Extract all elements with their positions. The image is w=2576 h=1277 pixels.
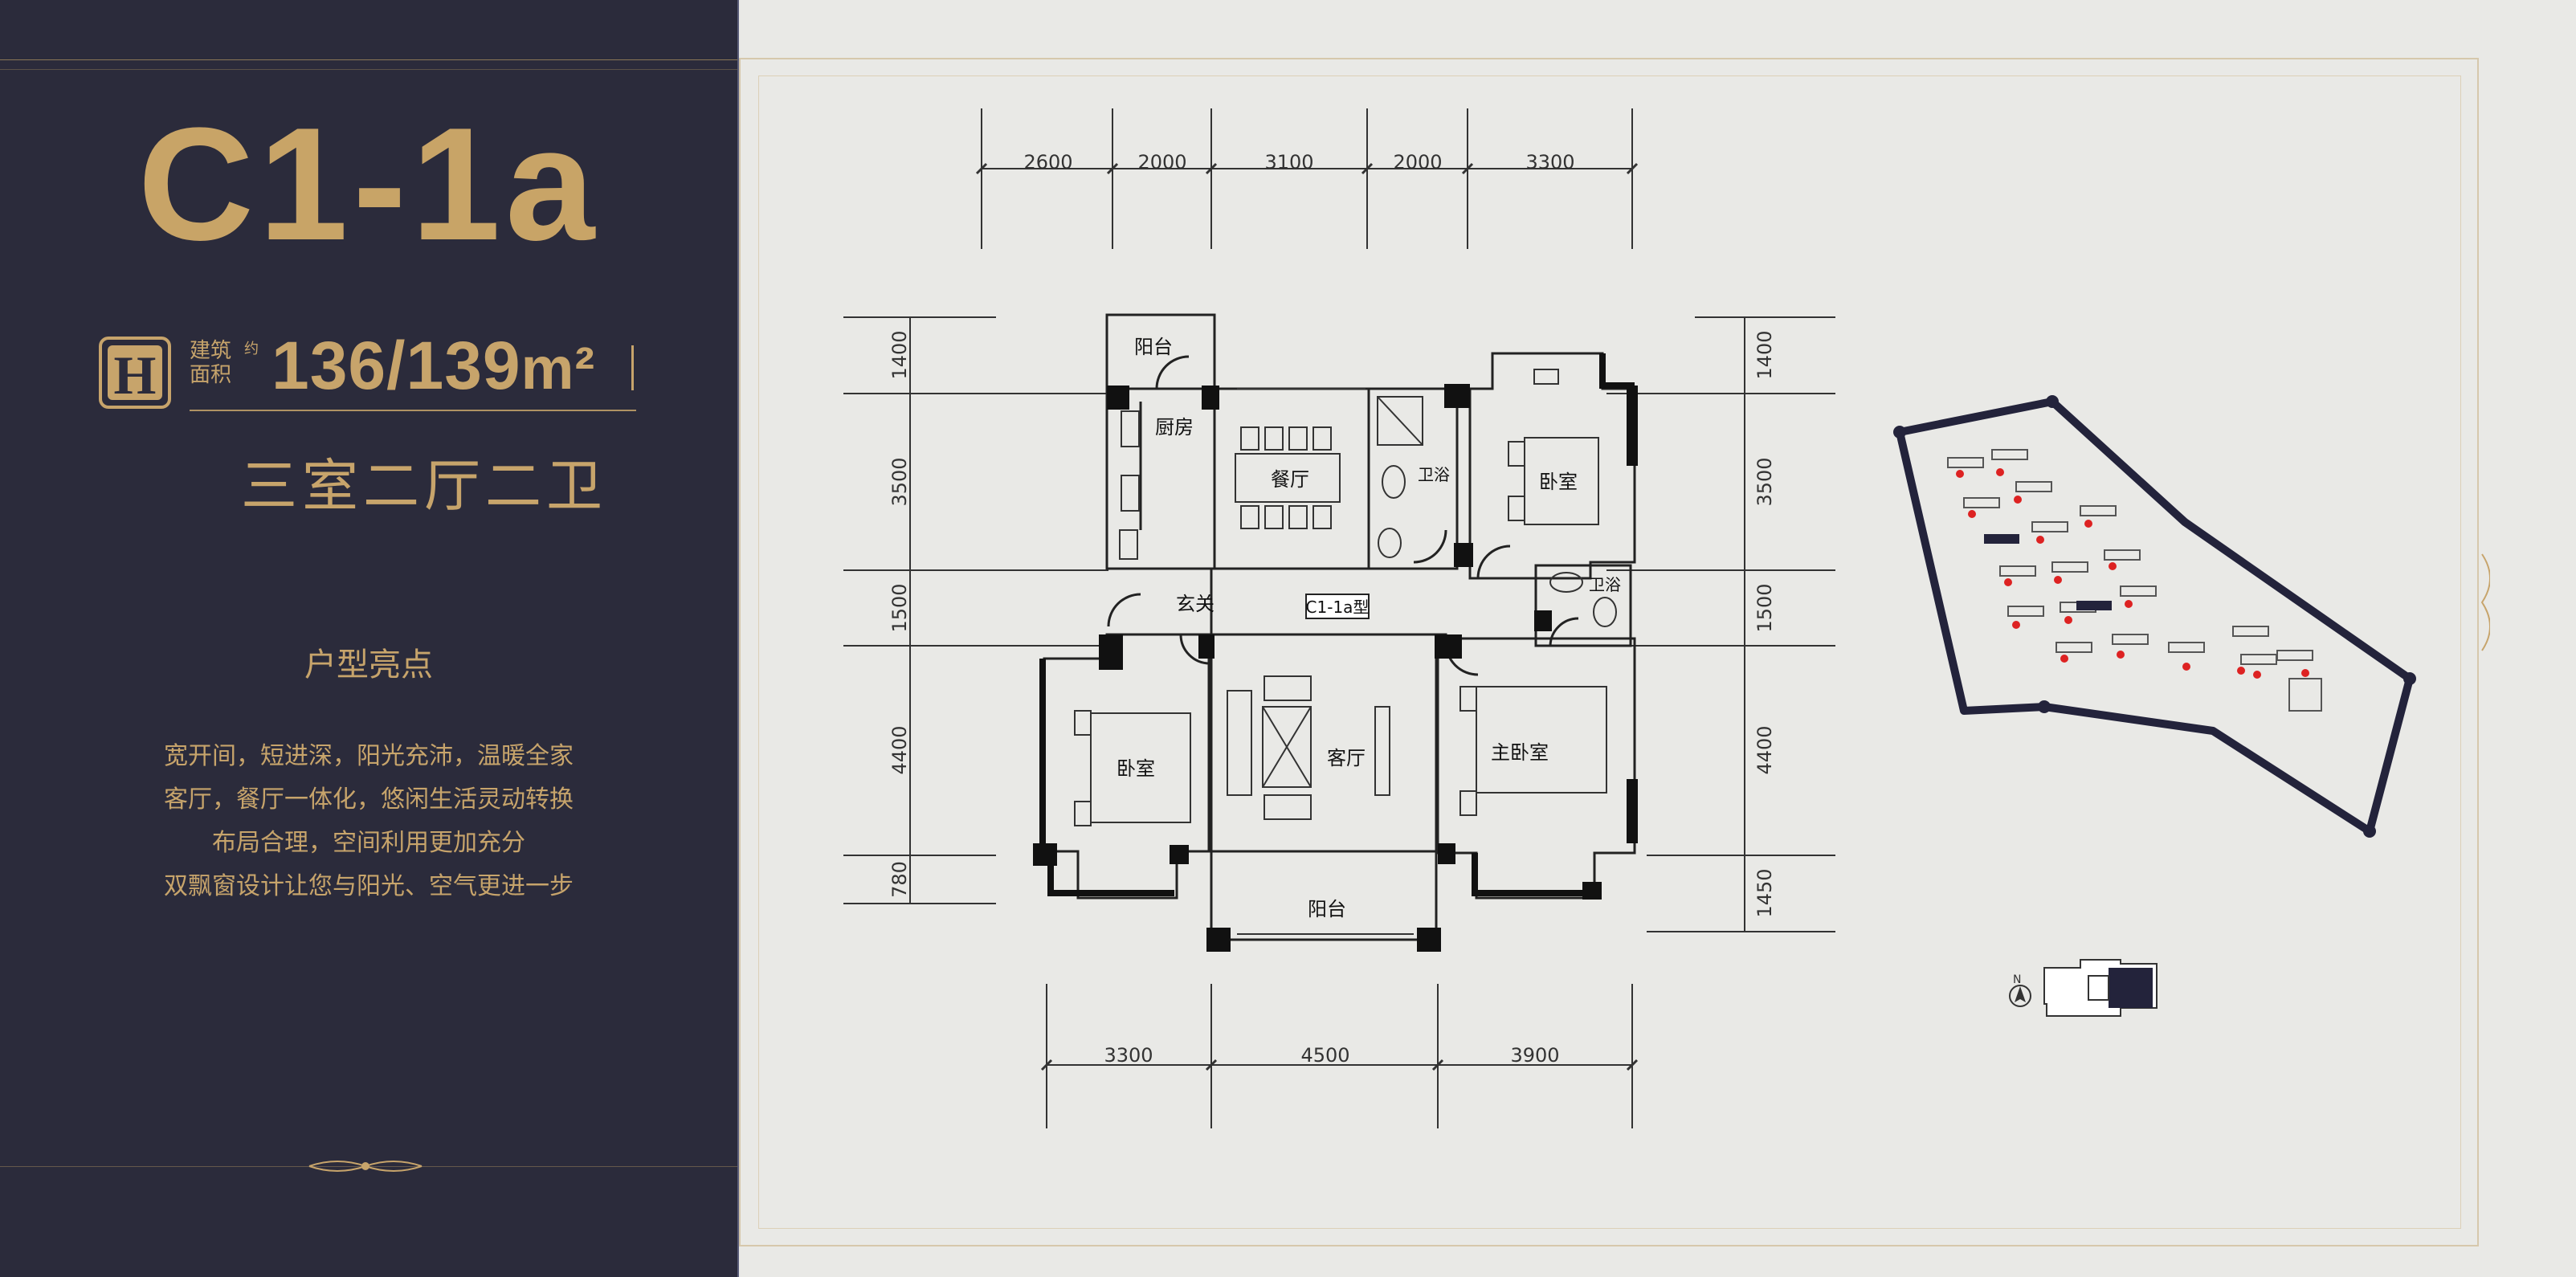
highlight-item: 宽开间，短进深，阳光充沛，温暖全家 (164, 742, 574, 770)
area-underline (190, 410, 636, 411)
room-entrance: 玄关 (1176, 593, 1215, 615)
room-bedroom-ne: 卧室 (1539, 471, 1578, 493)
dim-right-0: 1400 (1753, 330, 1776, 379)
room-balcony-bottom: 阳台 (1308, 898, 1346, 920)
room-balcony-top: 阳台 (1134, 336, 1173, 358)
area-label: 建筑 面积 (190, 339, 246, 387)
site-boundary (1896, 398, 2414, 835)
highlight-item: 布局合理，空间利用更加充分 (212, 829, 525, 857)
divider-top-thin (0, 69, 737, 70)
room-labels: 阳台 厨房 餐厅 卫浴 卧室 玄关 C1-1a型 卫浴 卧室 客厅 主卧室 阳台 (1117, 336, 1621, 920)
frame-inner (758, 75, 2461, 1229)
room-bath2: 卫浴 (1589, 575, 1621, 594)
plan-wall-solids (1033, 384, 1638, 952)
area-label-line1: 建筑 (190, 339, 232, 363)
furniture (1074, 369, 1617, 935)
dim-top-4: 3300 (1525, 151, 1574, 173)
frame-ornament-icon (2480, 553, 2490, 651)
key-plan (2043, 959, 2158, 1017)
area-approx-mark: 约 (244, 341, 259, 357)
dim-left-4: 780 (888, 861, 911, 898)
area-label-line2: 面积 (190, 363, 232, 387)
unit-code: C1-1a (137, 95, 600, 274)
dim-right-2: 1500 (1753, 583, 1776, 632)
compass-letter: N (2013, 973, 2021, 986)
room-bedroom-w: 卧室 (1117, 757, 1155, 780)
dim-left-3: 4400 (888, 725, 911, 774)
compass-icon: N (2009, 973, 2031, 1007)
highlights-title: 户型亮点 (304, 647, 433, 683)
dimension-lines (843, 108, 1835, 1128)
highlight-item: 双飘窗设计让您与阳光、空气更进一步 (164, 872, 574, 900)
site-markers (1956, 468, 2309, 679)
dim-right-4: 1450 (1753, 868, 1776, 917)
dim-right-3: 4400 (1753, 725, 1776, 774)
room-living: 客厅 (1327, 747, 1366, 769)
room-kitchen: 厨房 (1155, 416, 1194, 439)
dim-bottom-2: 3900 (1510, 1044, 1559, 1067)
site-nodes (1893, 395, 2416, 838)
area-number: 136/139 (271, 328, 521, 403)
dim-top-2: 3100 (1264, 151, 1313, 173)
dim-bottom-1: 4500 (1300, 1044, 1349, 1067)
room-dining: 餐厅 (1271, 468, 1309, 491)
dim-left-0: 1400 (888, 330, 911, 379)
dim-left-1: 3500 (888, 457, 911, 506)
room-config: 三室二厅二卫 (241, 453, 607, 519)
h-badge-icon: H (99, 337, 171, 409)
plan-thick-walls (1039, 353, 1635, 896)
site-buildings (1947, 449, 2322, 712)
floor-plan: 2600 2000 3100 2000 3300 3300 4500 3900 … (843, 108, 2490, 1128)
dim-top-3: 2000 (1393, 151, 1442, 173)
frame-outer (739, 58, 2479, 1246)
dim-top-1: 2000 (1137, 151, 1186, 173)
divider-top (0, 59, 737, 60)
area-unit: m² (521, 335, 596, 402)
highlight-item: 客厅，餐厅一体化，悠闲生活灵动转换 (164, 785, 574, 814)
type-label-box (1305, 594, 1370, 619)
dim-bottom-0: 3300 (1104, 1044, 1153, 1067)
dimension-ticks (975, 162, 1639, 1071)
dim-right-1: 3500 (1753, 457, 1776, 506)
site-highlight-buildings (1984, 534, 2112, 610)
area-bar (631, 345, 634, 390)
room-type-label: C1-1a型 (1306, 598, 1370, 617)
highlights-list: 宽开间，短进深，阳光充沛，温暖全家 客厅，餐厅一体化，悠闲生活灵动转换 布局合理… (0, 735, 737, 908)
dim-top-0: 2600 (1023, 151, 1072, 173)
room-bath1: 卫浴 (1418, 465, 1450, 484)
info-panel: C1-1a H 建筑 面积 约 136/139m² 三室二厅二卫 户型亮点 宽开… (0, 0, 737, 1277)
panel-separator (737, 0, 739, 1277)
area-value: 136/139m² (271, 325, 595, 409)
badge-letter: H (114, 345, 157, 406)
dim-left-2: 1500 (888, 583, 911, 632)
site-map (1893, 395, 2416, 838)
ornament-icon (308, 1161, 423, 1172)
dimension-texts: 2600 2000 3100 2000 3300 3300 4500 3900 … (888, 151, 1776, 1067)
room-master: 主卧室 (1491, 741, 1549, 764)
